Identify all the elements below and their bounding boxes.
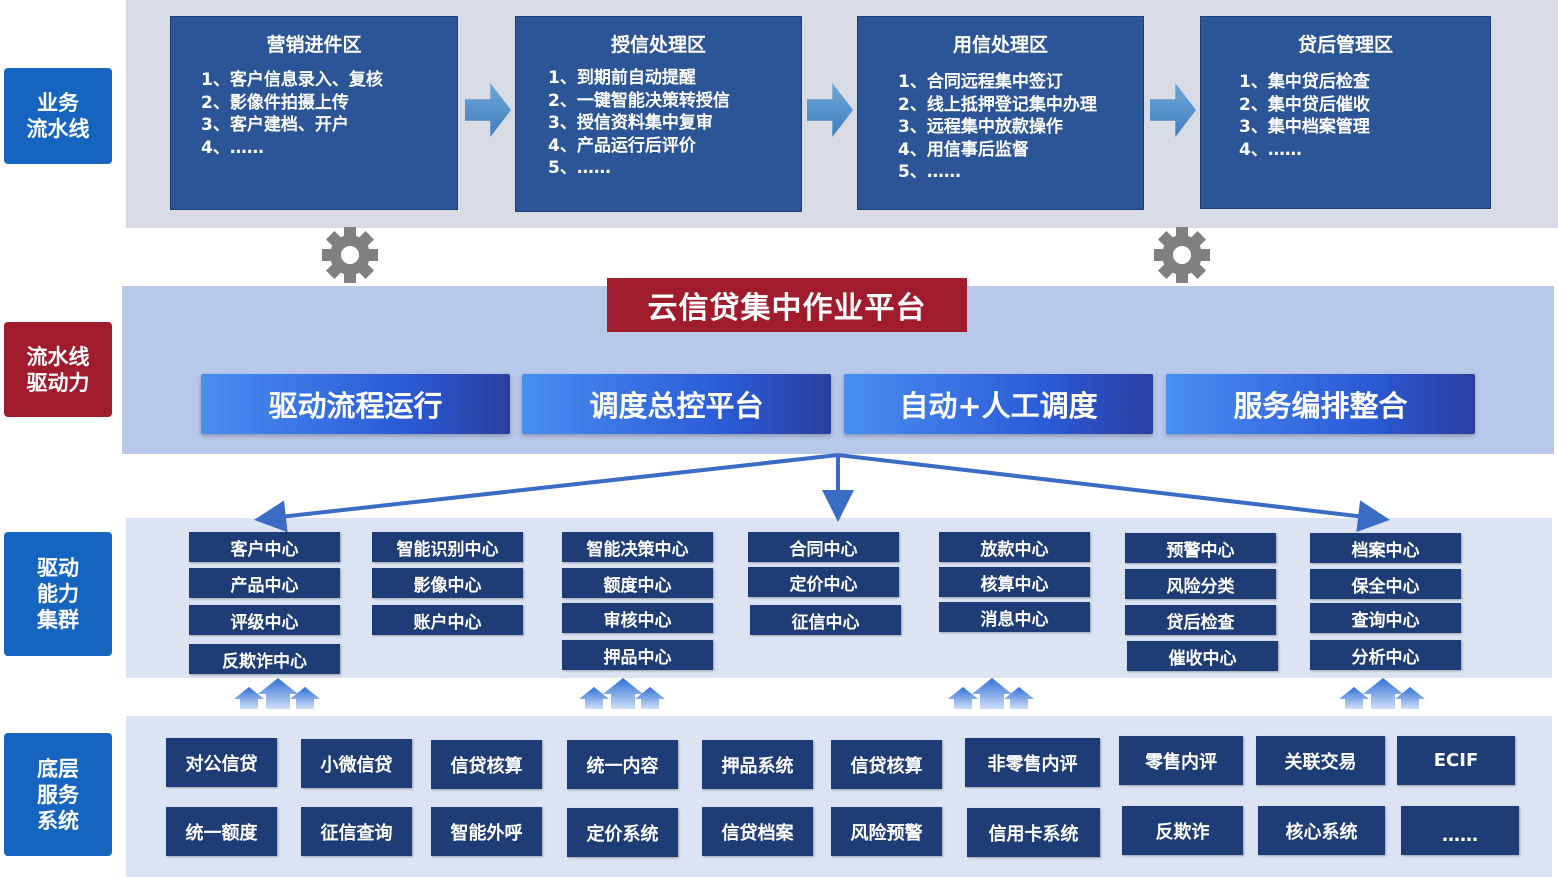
side-label-base-services: 底层 服务 系统 bbox=[4, 733, 112, 856]
center-box: 智能识别中心 bbox=[372, 532, 523, 562]
center-box: 保全中心 bbox=[1310, 569, 1461, 599]
center-box: 账户中心 bbox=[372, 605, 523, 635]
zone-items: 1、合同远程集中签订 2、线上抵押登记集中办理 3、远程集中放款操作 4、用信事… bbox=[858, 71, 1143, 184]
zone-credit-granting: 授信处理区 1、到期前自动提醒 2、一键智能决策转授信 3、授信资料集中复审 4… bbox=[515, 16, 802, 212]
function-drive-process: 驱动流程运行 bbox=[201, 374, 510, 434]
zone-credit-usage: 用信处理区 1、合同远程集中签订 2、线上抵押登记集中办理 3、远程集中放款操作… bbox=[857, 16, 1144, 210]
side-label-business-pipeline: 业务 流水线 bbox=[4, 68, 112, 164]
system-box: 信用卡系统 bbox=[967, 808, 1100, 857]
system-box: 智能外呼 bbox=[431, 807, 542, 856]
up-arrows-icon bbox=[1339, 678, 1425, 709]
system-box: ECIF bbox=[1397, 736, 1515, 785]
center-box: 智能决策中心 bbox=[562, 532, 713, 562]
zone-item: 1、到期前自动提醒 bbox=[548, 68, 696, 88]
system-box: 信贷档案 bbox=[702, 807, 813, 856]
zone-item: 2、线上抵押登记集中办理 bbox=[898, 94, 1097, 115]
zone-item: 3、远程集中放款操作 bbox=[898, 117, 1063, 137]
zone-item: 1、客户信息录入、复核 bbox=[201, 70, 383, 90]
center-box: 评级中心 bbox=[189, 605, 340, 635]
center-box: 档案中心 bbox=[1310, 533, 1461, 563]
zone-item: 1、集中贷后检查 bbox=[1239, 72, 1370, 92]
zone-item: 2、一键智能决策转授信 bbox=[548, 90, 730, 111]
center-box: 客户中心 bbox=[189, 532, 340, 562]
zone-title: 用信处理区 bbox=[952, 34, 1048, 56]
zone-item: 4、产品运行后评价 bbox=[548, 135, 696, 156]
zone-item: 4、…… bbox=[1239, 139, 1302, 160]
center-box: 消息中心 bbox=[939, 602, 1090, 632]
zone-item: 3、集中档案管理 bbox=[1239, 117, 1370, 137]
zone-items: 1、集中贷后检查 2、集中贷后催收 3、集中档案管理 4、…… bbox=[1201, 71, 1490, 161]
system-box: 押品系统 bbox=[702, 740, 813, 789]
center-box: 风险分类 bbox=[1125, 569, 1276, 599]
zone-post-loan: 贷后管理区 1、集中贷后检查 2、集中贷后催收 3、集中档案管理 4、…… bbox=[1200, 16, 1491, 209]
zone-item: 4、…… bbox=[201, 137, 264, 158]
center-box: 额度中心 bbox=[562, 568, 713, 598]
zone-title: 营销进件区 bbox=[266, 34, 362, 56]
zone-item: 1、合同远程集中签订 bbox=[898, 72, 1063, 92]
zone-item: 5、…… bbox=[898, 162, 961, 182]
system-box: 统一内容 bbox=[567, 740, 678, 789]
zone-item: 3、客户建档、开户 bbox=[201, 115, 349, 135]
system-box: 核心系统 bbox=[1258, 806, 1385, 855]
side-label-capability-cluster: 驱动 能力 集群 bbox=[4, 532, 112, 656]
system-box: 定价系统 bbox=[567, 808, 678, 857]
zone-items: 1、到期前自动提醒 2、一键智能决策转授信 3、授信资料集中复审 4、产品运行后… bbox=[516, 67, 801, 180]
center-box: 定价中心 bbox=[748, 567, 899, 597]
center-box: 合同中心 bbox=[748, 532, 899, 562]
connector-left bbox=[254, 453, 839, 533]
zone-item: 2、影像件拍摄上传 bbox=[201, 92, 349, 113]
zone-marketing: 营销进件区 1、客户信息录入、复核 2、影像件拍摄上传 3、客户建档、开户 4、… bbox=[170, 16, 458, 210]
center-box: 核算中心 bbox=[939, 567, 1090, 597]
center-box: 分析中心 bbox=[1310, 640, 1461, 670]
center-box: 反欺诈中心 bbox=[189, 644, 340, 674]
gear-icon bbox=[322, 227, 378, 283]
system-box: 反欺诈 bbox=[1122, 806, 1243, 855]
center-box: 催收中心 bbox=[1127, 641, 1278, 671]
center-box: 产品中心 bbox=[189, 568, 340, 598]
system-box: 小微信贷 bbox=[301, 739, 412, 788]
center-box: 影像中心 bbox=[372, 568, 523, 598]
zone-item: 3、授信资料集中复审 bbox=[548, 113, 713, 133]
zone-item: 5、…… bbox=[548, 158, 611, 178]
center-box: 押品中心 bbox=[562, 640, 713, 670]
center-box: 贷后检查 bbox=[1125, 605, 1276, 635]
up-arrows-icon bbox=[948, 678, 1034, 709]
system-box: 风险预警 bbox=[831, 807, 942, 856]
connector-right bbox=[837, 453, 1390, 533]
up-arrows-icon bbox=[234, 678, 320, 709]
zone-item: 4、用信事后监督 bbox=[898, 139, 1029, 160]
zone-item: 2、集中贷后催收 bbox=[1239, 94, 1370, 115]
system-box: 信贷核算 bbox=[431, 740, 542, 789]
system-box: 非零售内评 bbox=[965, 738, 1100, 787]
side-label-pipeline-driver: 流水线 驱动力 bbox=[4, 322, 112, 417]
zone-title: 授信处理区 bbox=[610, 34, 706, 56]
gear-icon bbox=[1154, 227, 1210, 283]
system-box: …… bbox=[1401, 806, 1519, 855]
system-box: 信贷核算 bbox=[831, 740, 942, 789]
function-service-orchestration: 服务编排整合 bbox=[1166, 374, 1475, 434]
zone-title: 贷后管理区 bbox=[1297, 34, 1393, 56]
center-box: 审核中心 bbox=[562, 603, 713, 633]
function-auto-manual-dispatch: 自动+人工调度 bbox=[844, 374, 1153, 434]
center-box: 放款中心 bbox=[939, 532, 1090, 562]
system-box: 关联交易 bbox=[1256, 736, 1385, 785]
up-arrows-icon bbox=[579, 678, 665, 709]
system-box: 零售内评 bbox=[1119, 736, 1243, 785]
system-box: 统一额度 bbox=[166, 807, 277, 856]
center-box: 预警中心 bbox=[1125, 533, 1276, 563]
zone-items: 1、客户信息录入、复核 2、影像件拍摄上传 3、客户建档、开户 4、…… bbox=[171, 69, 457, 159]
center-box: 查询中心 bbox=[1310, 603, 1461, 633]
platform-title: 云信贷集中作业平台 bbox=[607, 278, 967, 332]
system-box: 征信查询 bbox=[301, 807, 412, 856]
system-box: 对公信贷 bbox=[166, 738, 277, 787]
center-box: 征信中心 bbox=[750, 605, 901, 635]
function-dispatch-control: 调度总控平台 bbox=[522, 374, 831, 434]
